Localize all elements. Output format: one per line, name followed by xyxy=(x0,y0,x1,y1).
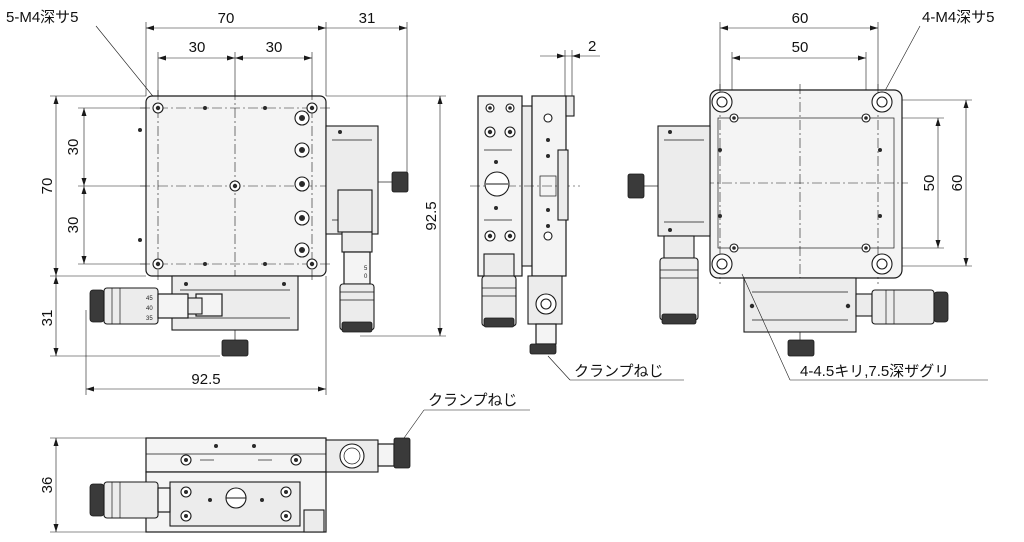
label-clamp-screw-front: クランプねじ xyxy=(428,392,518,409)
guide-block-bottom-right xyxy=(743,277,857,333)
dim-front-height: 36 xyxy=(39,477,56,494)
tick-label: 5 xyxy=(364,266,368,272)
tick-label: 0 xyxy=(364,274,368,280)
micrometer-bracket-right xyxy=(337,189,373,233)
dim-half-right: 30 xyxy=(266,39,283,56)
clamp-screw-front xyxy=(393,437,411,469)
clamp-screw-side xyxy=(529,343,557,355)
dim-half-top: 30 xyxy=(65,139,82,156)
label-tapped-holes-top: 5-M4深サ5 xyxy=(6,9,79,26)
tick-label: 40 xyxy=(146,306,153,312)
front-upper-plate xyxy=(145,437,327,473)
dim-bottom-outer-height: 60 xyxy=(949,175,966,192)
dim-overall-height: 92.5 xyxy=(423,201,440,230)
side-view: 2 xyxy=(470,38,684,381)
dim-half-bottom: 30 xyxy=(65,217,82,234)
guide-block-left xyxy=(657,125,711,237)
dim-bottom-width: 60 xyxy=(792,10,809,27)
label-clamp-screw-side: クランプねじ xyxy=(574,363,664,380)
top-view: 70 31 30 30 70 30 30 xyxy=(6,9,446,395)
tick-label: 45 xyxy=(146,296,153,302)
side-screws xyxy=(294,110,310,258)
tick-label: 35 xyxy=(146,316,153,322)
clamp-knob-bottom-right xyxy=(787,339,815,357)
dim-bottom-inner-height: 50 xyxy=(921,175,938,192)
clamp-knob-left xyxy=(627,173,645,199)
front-side-knob xyxy=(339,443,365,469)
micrometer-horizontal: 45 40 35 xyxy=(89,287,203,325)
bottom-micrometer-horizontal xyxy=(855,289,949,325)
clamp-knob-top xyxy=(391,171,409,193)
bottom-micrometer-vertical xyxy=(659,235,699,325)
dim-gap: 2 xyxy=(588,38,596,55)
dim-half-left: 30 xyxy=(189,39,206,56)
bottom-view: 60 50 50 60 4-M4深サ5 xyxy=(627,9,995,381)
clamp-knob-bottom xyxy=(221,339,249,357)
dim-bottom-inner-width: 50 xyxy=(792,39,809,56)
label-tapped-holes-bottom: 4-M4深サ5 xyxy=(922,9,995,26)
front-micrometer xyxy=(89,481,171,519)
dim-top-height: 70 xyxy=(39,178,56,195)
dim-micrometer-bottom: 31 xyxy=(39,310,56,327)
label-counterbore: 4-4.5キリ,7.5深ザグリ xyxy=(800,363,949,380)
micrometer-vertical: 5 0 xyxy=(339,231,375,333)
dim-top-width: 70 xyxy=(218,10,235,27)
dim-micrometer-offset: 31 xyxy=(359,10,376,27)
dim-overall-width: 92.5 xyxy=(191,371,220,388)
counterbore-holes xyxy=(711,91,893,275)
front-view: 36 xyxy=(39,392,530,533)
